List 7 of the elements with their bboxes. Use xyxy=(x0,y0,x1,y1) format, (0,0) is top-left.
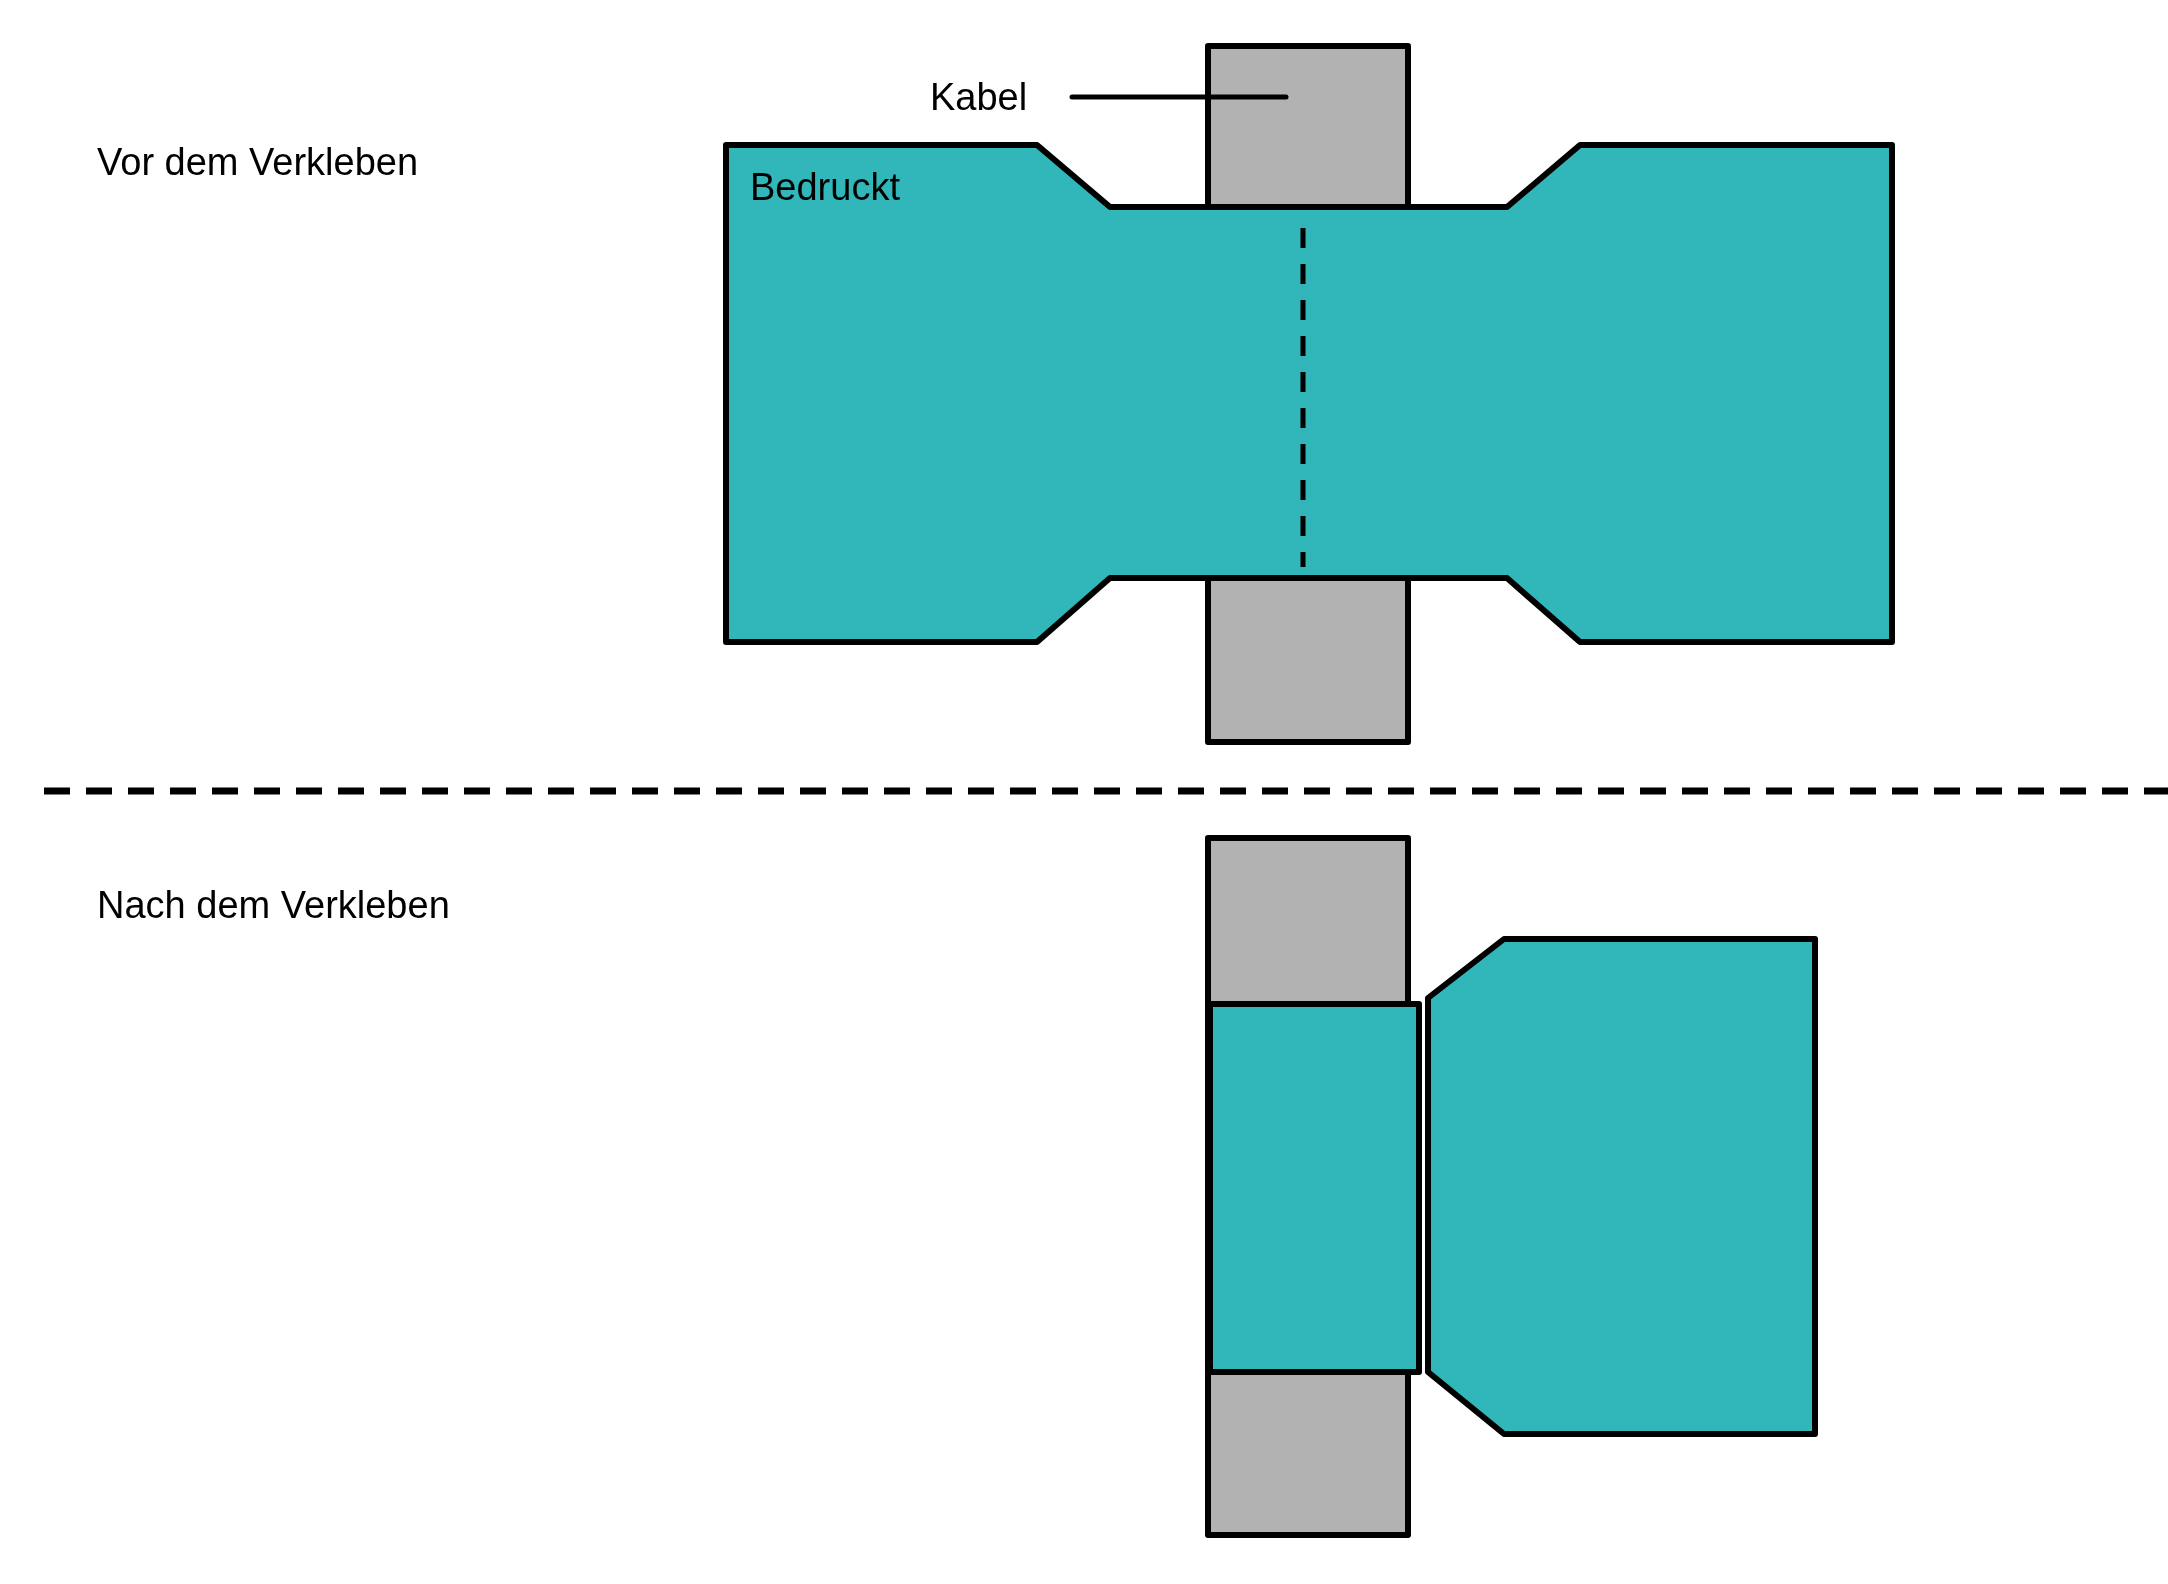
label-text: Bedruckt xyxy=(750,165,900,210)
section-heading: Vor dem Verkleben xyxy=(97,140,419,185)
cable-label: Kabel xyxy=(930,72,1028,122)
section-heading: Nach dem Verkleben xyxy=(97,883,450,928)
printed-label-strip xyxy=(726,145,1892,642)
leader-line xyxy=(1069,94,1289,100)
label-strip xyxy=(1428,939,1815,1434)
